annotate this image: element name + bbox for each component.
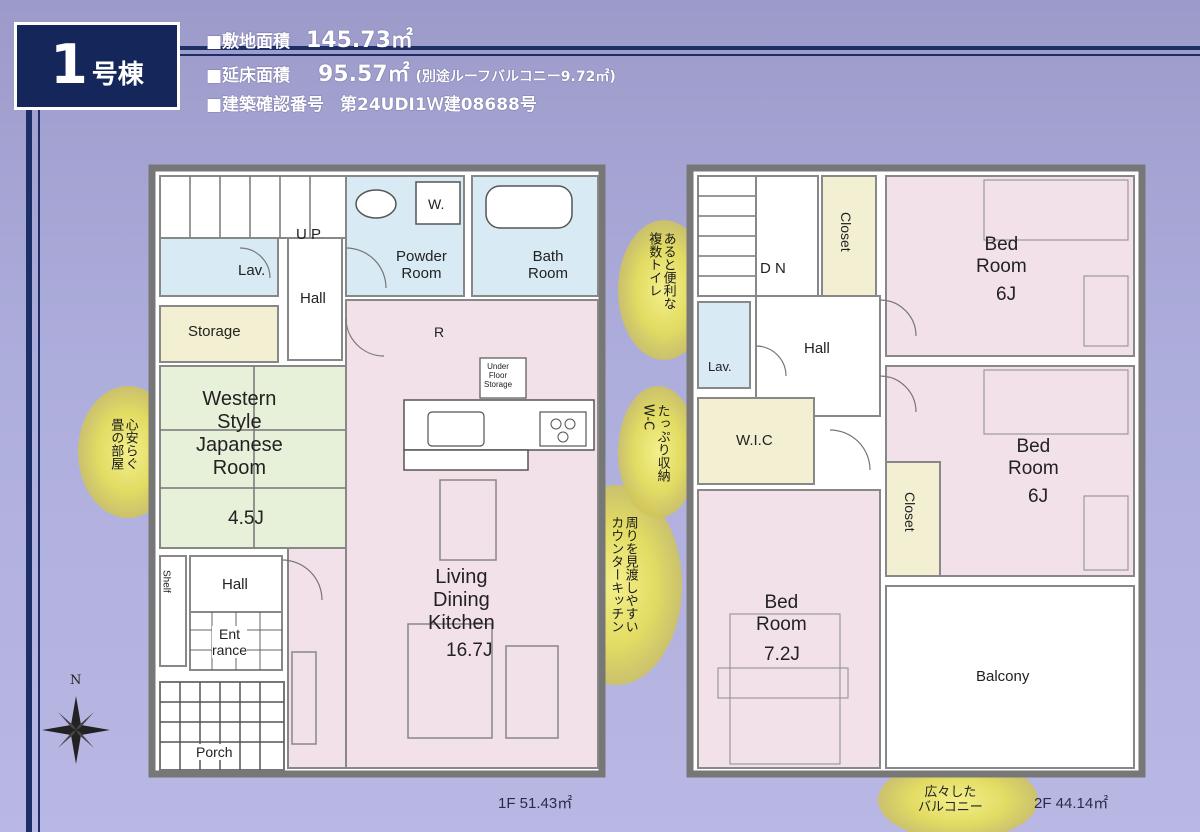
label-bed3: Bed Room	[756, 592, 807, 635]
spec-value: 145.73㎡	[305, 28, 413, 53]
label-bath-room: Bath Room	[528, 248, 569, 283]
floor1-area: 1F 51.43㎡	[498, 795, 573, 812]
header-rule-thin	[180, 54, 1200, 56]
spec-value: 95.57㎡	[317, 62, 410, 87]
label-lav-2f: Lav.	[708, 359, 732, 374]
spec-label: ■敷地面積	[206, 32, 291, 52]
label-bed2-size: 6J	[1028, 486, 1049, 507]
label-lav: Lav.	[238, 262, 266, 279]
label-bed1-size: 6J	[996, 284, 1017, 305]
callout-multiple-toilets: あると便利な 複数トイレ	[646, 232, 676, 310]
label-porch: Porch	[196, 744, 233, 761]
building-number: 1	[50, 33, 88, 96]
label-closet-top: Closet	[838, 212, 855, 252]
floor2-area: 2F 44.14㎡	[1034, 795, 1109, 812]
callout-balcony: 広々した バルコニー	[918, 785, 983, 815]
label-hall-bottom: Hall	[222, 576, 248, 593]
callout-counter-kitchen: 周りを見渡しやすい カウンターキッチン	[608, 516, 638, 633]
compass-north: N	[70, 673, 82, 688]
label-shelf: Shelf	[160, 570, 172, 593]
label-western-size: 4.5J	[228, 508, 264, 529]
label-closet-right: Closet	[902, 492, 919, 532]
callout-glow-balcony	[878, 760, 1038, 832]
compass-rose	[42, 696, 110, 764]
header-rule	[180, 46, 1200, 50]
floor2-plan	[686, 164, 1146, 778]
left-rule	[26, 110, 32, 832]
label-wash: W.	[428, 196, 445, 212]
label-storage: Storage	[188, 323, 241, 340]
label-entrance: Ent rance	[212, 626, 248, 659]
label-bed3-size: 7.2J	[764, 644, 800, 665]
spec-extra: (別途ルーフバルコニー9.72㎡)	[415, 69, 616, 85]
label-wic: W.I.C	[736, 432, 773, 449]
label-hall-top: Hall	[300, 290, 326, 307]
spec-label: ■建築確認番号	[206, 95, 325, 115]
building-title: 1 号棟	[14, 22, 180, 110]
label-balcony: Balcony	[976, 668, 1030, 685]
label-r-mark: R	[434, 324, 445, 340]
label-dn: D N	[760, 260, 786, 277]
building-suffix: 号棟	[91, 60, 144, 90]
label-powder-room: Powder Room	[396, 248, 447, 283]
label-bed1: Bed Room	[976, 234, 1027, 277]
label-hall-2f: Hall	[804, 340, 830, 357]
label-ldk-size: 16.7J	[446, 640, 493, 661]
spec-permit: ■建築確認番号 第24UDI1Ｗ建08688号	[206, 90, 537, 115]
spec-label: ■延床面積	[206, 66, 291, 86]
label-western-room: Western Style Japanese Room	[196, 388, 283, 479]
label-up: U P	[296, 226, 322, 243]
callout-wic-storage: たっぷり収納 W-C	[640, 404, 670, 482]
label-underfloor-storage: Under Floor Storage	[484, 362, 513, 390]
spec-site-area: ■敷地面積 145.73㎡	[206, 22, 413, 54]
label-ldk: Living Dining Kitchen	[428, 566, 495, 634]
spec-floor-area: ■延床面積 95.57㎡ (別途ルーフバルコニー9.72㎡)	[206, 56, 616, 88]
spec-value: 第24UDI1Ｗ建08688号	[339, 95, 537, 115]
callout-tatami: 心安らぐ 畳の部屋	[108, 418, 138, 470]
left-rule-thin	[38, 110, 40, 832]
label-bed2: Bed Room	[1008, 436, 1059, 479]
callout-glow-wic	[618, 386, 698, 518]
